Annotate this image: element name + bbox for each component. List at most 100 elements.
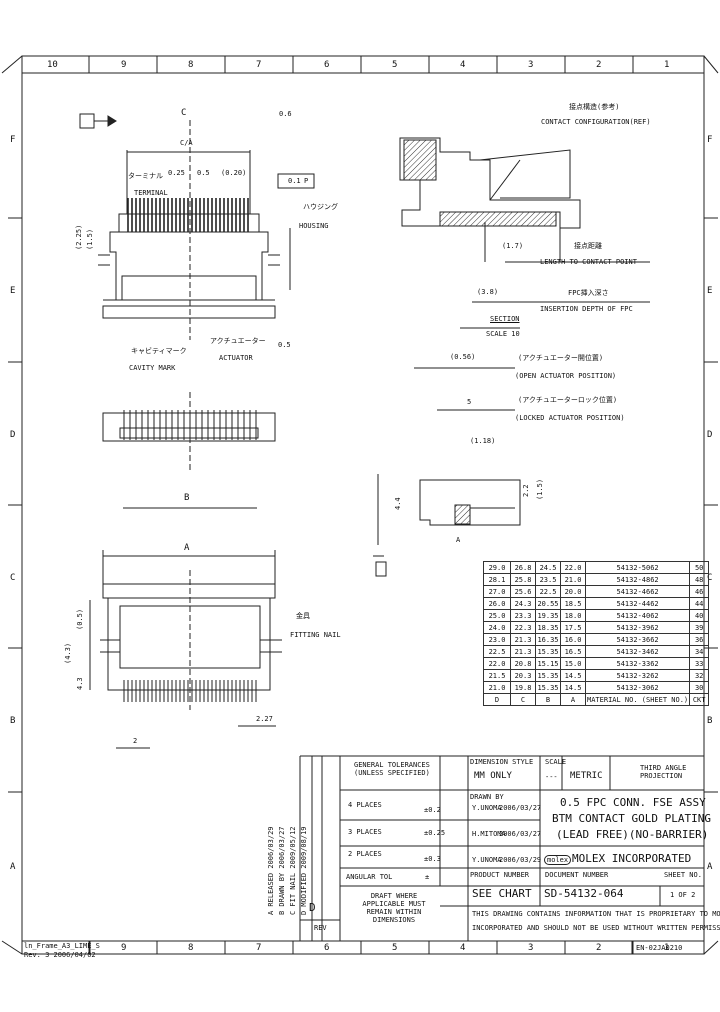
zone-number-top: 1 [664,60,670,70]
zone-number-top: 4 [460,60,466,70]
table-cell: 54132-4462 [584,597,691,610]
lock-jp: (アクチュエーターロック位置) [518,396,618,404]
zone-number-top: 8 [188,60,194,70]
zone-number-bottom: 2 [596,943,602,953]
zone-letter-right: F [707,135,713,145]
dim-227: 2.27 [256,715,273,723]
label-terminal-en: TERMINAL [134,189,168,197]
drawn-by-value: Y.UNOMA [472,804,502,812]
zone-number-top: 6 [324,60,330,70]
zone-number-bottom: 4 [460,943,466,953]
dim-05b: 0.5 [278,341,291,349]
zone-number-top: 10 [47,60,58,70]
table-cell: 25.6 [510,585,536,598]
insertion-jp: FPC挿入深さ [568,289,609,297]
table-cell: 21.0 [483,681,511,694]
table-cell: 18.35 [535,621,561,634]
rev-history-2: C FIT NAIL 2009/05/12 [289,826,297,915]
table-cell: 16.35 [535,633,561,646]
checked-value: H.MITOMA [472,830,506,838]
table-cell: 24.3 [510,597,536,610]
zone-number-top: 3 [528,60,534,70]
title-line-1: 0.5 FPC CONN. FSE ASSY [560,796,706,809]
table-cell: 26.8 [510,561,536,574]
dim-22: 2.2 [522,484,530,497]
dimension-style-label: DIMENSION STYLE [470,758,534,766]
tol-3places-label: 3 PLACES [348,828,382,836]
rev-value: D [309,901,316,914]
drawn-date: 2006/03/27 [499,804,542,812]
table-cell: 16.0 [560,633,586,646]
table-cell: 21.3 [510,645,536,658]
format-rev: Rev. 3 2006/04/02 [24,951,96,959]
scale-value: --- [545,773,558,781]
flatness-ref: P [304,177,309,185]
table-cell: CKT [689,693,710,706]
fitting-jp: 金具 [296,612,310,620]
general-tolerances: GENERAL TOLERANCES (UNLESS SPECIFIED) [354,761,430,777]
label-cavity-jp: キャビティマーク [131,347,187,355]
zone-letter-left: B [10,716,16,726]
flatness-value: 0.1 [288,177,301,185]
table-cell: 27.0 [483,585,511,598]
table-cell: 15.35 [535,681,561,694]
table-cell: C [510,693,536,706]
table-cell: 24.5 [535,561,561,574]
table-cell: 44 [689,597,710,610]
tol-4places-label: 4 PLACES [348,801,382,809]
table-cell: 39 [689,621,710,634]
angular-label: ANGULAR TOL [346,873,393,881]
table-cell: 46 [689,585,710,598]
table-cell: 54132-5062 [584,561,691,574]
table-cell: 30 [689,681,710,694]
dim-side2: (1.5) [86,228,94,250]
dim-a-section: A [456,536,461,544]
fitting-en: FITTING NAIL [290,631,341,639]
table-cell: 36 [689,633,710,646]
table-cell: 29.0 [483,561,511,574]
company-name: MOLEX INCORPORATED [572,852,692,865]
dim-a: A [184,543,190,553]
tol-2places-value: ±0.3 [424,855,441,863]
table-cell: 50 [689,561,710,574]
format-name: ln_Frame_A3_LIME_S [24,942,100,950]
table-cell: 21.3 [510,633,536,646]
en-code: EN-02JA0210 [636,944,683,952]
approved-date: 2006/03/29 [499,856,542,864]
zone-letter-right: C [707,573,713,583]
table-cell: 16.5 [560,645,586,658]
table-cell: 15.0 [560,657,586,670]
label-housing-en: HOUSING [299,222,329,230]
table-cell: 23.5 [535,573,561,586]
rev-history-3: B DRAWN BY 2006/03/27 [278,826,286,915]
units-value: METRIC [570,771,603,781]
table-cell: 26.0 [483,597,511,610]
dim-44: 4.4 [394,497,402,510]
table-cell: 23.0 [483,633,511,646]
table-cell: 54132-4062 [584,609,691,622]
table-cell: 20.0 [560,585,586,598]
table-cell: 20.8 [510,657,536,670]
length-en: LENGTH TO CONTACT POINT [540,258,637,266]
section-scale: SCALE 10 [486,330,520,338]
table-cell: 22.5 [483,645,511,658]
zone-number-bottom: 7 [256,943,262,953]
table-cell: 22.3 [510,621,536,634]
dim-15: (1.5) [536,478,544,500]
zone-letter-right: E [707,286,713,296]
molex-logo: molex [544,855,572,865]
table-cell: 48 [689,573,710,586]
dim-118: (1.18) [470,437,496,445]
zone-number-bottom: 5 [392,943,398,953]
table-cell: 21.0 [560,573,586,586]
dim-020: (0.20) [221,169,247,177]
table-cell: 20.55 [535,597,561,610]
table-cell: 15.35 [535,669,561,682]
dim-ca: C/A [180,139,193,147]
